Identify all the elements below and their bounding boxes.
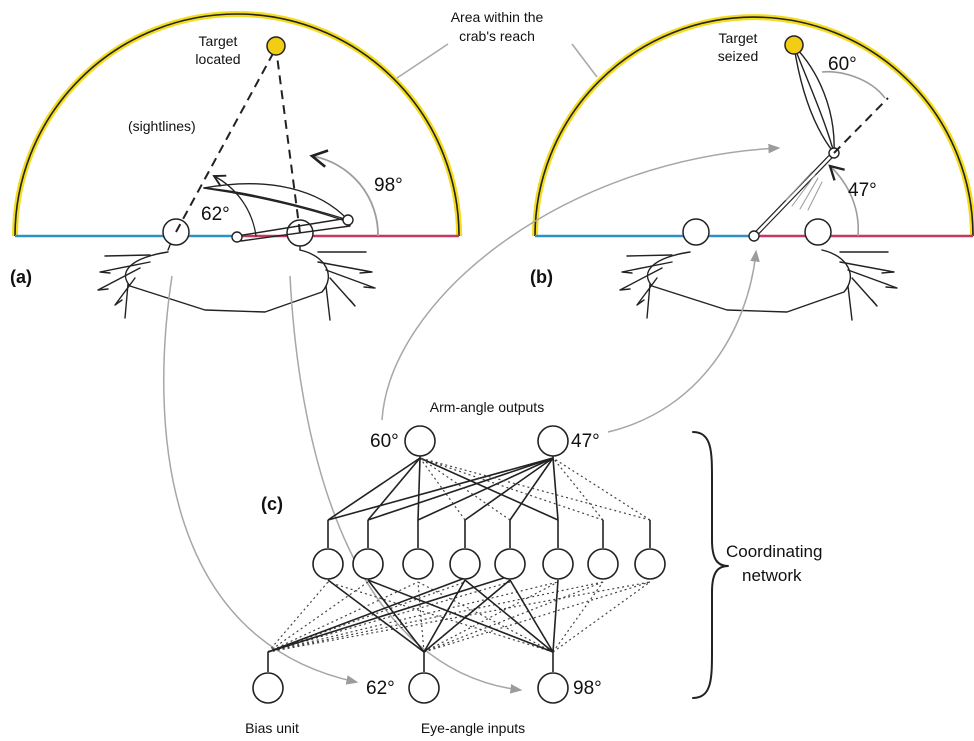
panel-b: Target seized 60° 47° (b): [530, 14, 974, 321]
hidden-node-1: [312, 548, 344, 580]
output-node-1: [404, 425, 436, 457]
output-label-47: 47°: [571, 431, 600, 452]
hidden-node-2: [352, 548, 384, 580]
angle-arc-60: [821, 70, 886, 99]
hidden-node-5: [494, 548, 526, 580]
guide-arrows: [163, 143, 781, 694]
label-sightlines: (sightlines): [128, 118, 196, 134]
hidden-node-6: [542, 548, 574, 580]
label-target-located-1: Target: [199, 33, 238, 49]
arm-extension-line: [833, 97, 889, 154]
arrow-output47-to-joint: [607, 249, 760, 433]
sightline-left-a: [175, 47, 277, 233]
panel-label-c: (c): [261, 494, 283, 514]
label-reach-area-1: Area within the: [451, 9, 544, 25]
crab-b: [619, 249, 898, 321]
hidden-stems: [327, 520, 651, 548]
label-bias-unit: Bias unit: [245, 720, 299, 736]
angle-label-47-b: 47°: [848, 180, 877, 201]
sightline-right-a: [275, 47, 301, 234]
label-reach-area-2: crab's reach: [459, 28, 535, 44]
hidden-node-4: [449, 548, 481, 580]
reach-dome-a-outline: [14, 13, 460, 237]
angle-label-60-b: 60°: [828, 54, 857, 75]
hidden-output-connections-solid: [327, 457, 559, 521]
label-network: network: [742, 566, 802, 585]
arm-extended-b: [748, 45, 840, 242]
panel-c: Arm-angle outputs 60° 47° (c) Coordinati…: [245, 399, 822, 736]
target-a: [266, 36, 286, 56]
hidden-output-connections-dotted: [419, 457, 651, 521]
panel-label-a: (a): [10, 267, 32, 287]
input-node-1: [408, 672, 440, 704]
network-brace: [692, 431, 729, 699]
angle-label-98: 98°: [374, 175, 403, 196]
hidden-node-7: [587, 548, 619, 580]
target-b: [784, 35, 804, 55]
input-label-62: 62°: [366, 678, 395, 699]
label-arm-angle-outputs: Arm-angle outputs: [430, 399, 544, 415]
label-target-seized-2: seized: [718, 48, 758, 64]
label-target-located-2: located: [195, 51, 240, 67]
angle-arc-98: [309, 149, 379, 237]
input-hidden-connections-solid: [267, 575, 559, 672]
label-eye-angle-inputs: Eye-angle inputs: [421, 720, 525, 736]
right-eye-b: [804, 218, 832, 246]
input-hidden-connections-dotted: [267, 581, 651, 653]
angle-label-62: 62°: [201, 204, 230, 225]
reach-dome-b-outline: [534, 16, 974, 237]
label-target-seized-1: Target: [719, 30, 758, 46]
angle-arc-47: [828, 164, 860, 237]
output-label-60: 60°: [370, 431, 399, 452]
output-node-2: [537, 425, 569, 457]
arm-folded-a: [203, 183, 354, 243]
arrow-lefteye-to-input62: [163, 275, 359, 685]
crab-a: [97, 239, 376, 321]
panel-a: Target located (sightlines) 62° 98° (a): [10, 11, 462, 321]
arrow-righteye-to-input98: [289, 275, 523, 694]
left-eye-b: [682, 218, 710, 246]
input-node-2: [537, 672, 569, 704]
hidden-node-8: [634, 548, 666, 580]
hidden-node-3: [402, 548, 434, 580]
panel-label-b: (b): [530, 267, 553, 287]
input-label-98: 98°: [573, 678, 602, 699]
label-coordinating: Coordinating: [726, 542, 822, 561]
angle-arc-62: [212, 174, 257, 237]
reach-callout: Area within the crab's reach: [396, 9, 598, 79]
arrow-output60-to-upper-arm: [381, 143, 781, 421]
bias-node: [252, 672, 284, 704]
